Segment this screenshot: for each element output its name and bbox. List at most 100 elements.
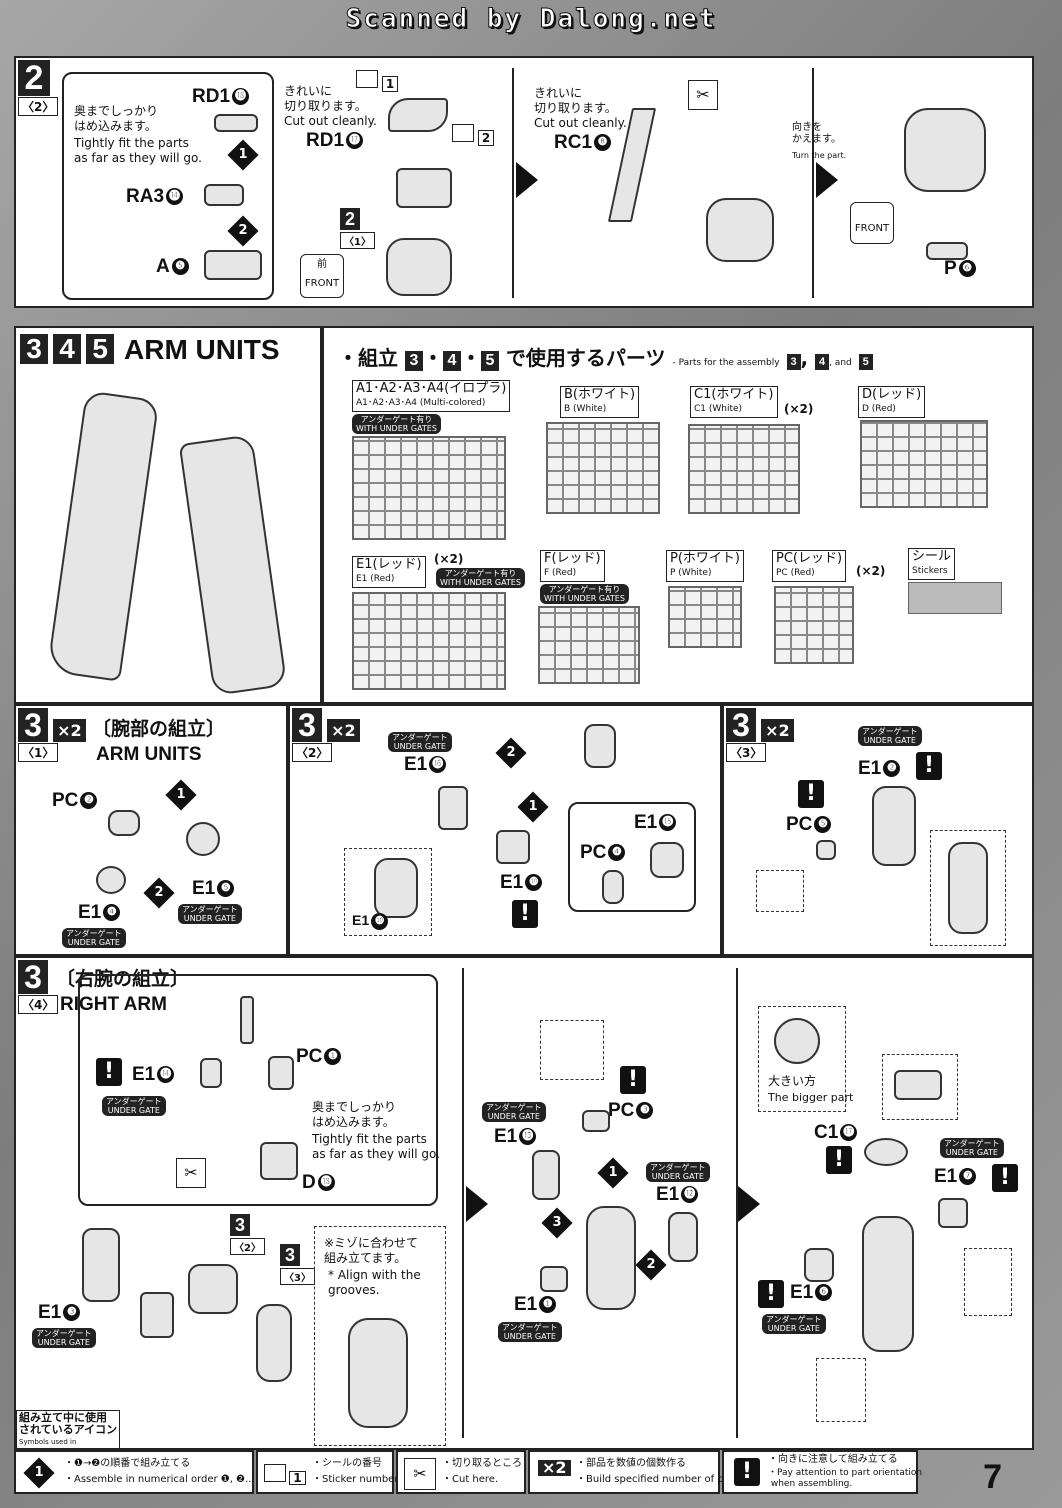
order-icon: 1 — [23, 1457, 55, 1489]
orientation-warning-icon: ! — [916, 752, 942, 780]
callout-box — [568, 802, 696, 912]
legend-order: 1 ・❶→❷の順番で組み立てる ・Assemble in numerical o… — [14, 1450, 255, 1494]
part-c1-17-detail — [774, 1018, 820, 1064]
legend-text-jp: ・切り取るところ — [442, 1458, 522, 1469]
step-sub-number: 〈3〉 — [726, 743, 767, 762]
cut2-note-en: Cut out cleanly. — [534, 116, 627, 130]
part-e1-3 — [82, 1228, 120, 1302]
detail-box-pc5 — [756, 870, 804, 912]
sticker-icon-2: 2 — [452, 124, 495, 146]
runner-label-a: A1･A2･A3･A4(イロプラ)A1･A2･A3･A4 (Multi-colo… — [352, 380, 511, 412]
cut-here-icon: ✂ — [688, 80, 718, 110]
divider — [462, 968, 464, 1438]
step-sub-number: 〈2〉 — [18, 97, 59, 116]
runner-pc — [774, 586, 854, 664]
step-number: 3 — [292, 708, 322, 742]
legend-text-jp: ・向きに注意して組み立てる — [768, 1454, 898, 1465]
multiply-icon: ×2 — [538, 1460, 571, 1476]
legend-multiply: ×2 ・部品を数値の個数作る ・Build specified number o… — [528, 1450, 746, 1494]
inset-box: 奥までしっかり はめ込みます。 Tightly fit the parts as… — [62, 72, 274, 300]
runner-label-b: B(ホワイト)B (White) — [560, 386, 640, 418]
under-gate-badge: アンダーゲート有り WITH UNDER GATES — [540, 584, 629, 604]
part-e1-15 — [650, 842, 684, 878]
part-a — [204, 250, 262, 280]
legend-text-en: ・Build specified number of parts. — [576, 1474, 747, 1485]
step-order-2: 2 — [495, 737, 527, 769]
cut-note-jp: きれいに 切り取ります。 — [284, 84, 367, 113]
step-order-2: 2 — [635, 1249, 667, 1281]
symbols-caption: 組み立て中に使用 されているアイコン Symbols used in instr… — [16, 1410, 120, 1448]
under-gate-badge: アンダーゲート UNDER GATE — [482, 1102, 546, 1122]
part-e1-2-detail — [948, 842, 988, 934]
legend-text-en: ・Assemble in numerical order ❶, ❷... — [64, 1474, 255, 1485]
part-head-base — [386, 238, 452, 296]
under-gate-badge: アンダーゲート UNDER GATE — [32, 1328, 96, 1348]
legend-text-en: ・Sticker number — [312, 1474, 399, 1485]
step2-panel: 2 〈2〉 奥までしっかり はめ込みます。 Tightly fit the pa… — [14, 56, 1034, 308]
step-number: 3 — [726, 708, 756, 742]
detail-box-e1-7 — [964, 1248, 1012, 1316]
detail-box-e1-6 — [816, 1358, 866, 1422]
detail-box-bigger-part — [758, 1006, 846, 1112]
step-number: 3 — [18, 708, 48, 742]
step-order-2: 2 — [143, 877, 175, 909]
step-order-1: 1 — [165, 779, 197, 811]
step-number: 3 — [18, 960, 48, 994]
part-pc3 — [582, 1110, 610, 1132]
cut-here-icon: ✂ — [404, 1458, 436, 1490]
runner-mult-e1: (×2) — [434, 552, 464, 566]
runners-title: ・組立 3・4・5 で使用するパーツ - Parts for the assem… — [338, 342, 873, 371]
part-pc4 — [602, 870, 624, 904]
next-arrow-icon — [466, 1186, 488, 1222]
under-gate-badge: アンダーゲート有り WITH UNDER GATES — [352, 414, 441, 434]
divider — [736, 968, 738, 1438]
part-ra3 — [204, 184, 244, 206]
part-head-finished — [904, 108, 986, 192]
turn-note-en: Turn the part. — [792, 151, 847, 160]
part-e1-6 — [804, 1248, 834, 1282]
part-e1-7 — [938, 1198, 968, 1228]
under-gate-badge: アンダーゲート UNDER GATE — [102, 1096, 166, 1116]
arm-unit-left — [46, 390, 160, 682]
step-title-en: RIGHT ARM — [60, 994, 167, 1015]
ref-step-2-1: 2〈1〉 — [340, 208, 375, 249]
cut2-note-jp: きれいに 切り取ります。 — [534, 86, 617, 115]
runner-c1 — [688, 424, 800, 514]
orientation-warning-icon: ! — [758, 1280, 784, 1308]
orientation-warning-icon: ! — [620, 1066, 646, 1094]
legend-text-jp: ・部品を数値の個数作る — [576, 1458, 686, 1469]
sticker-icon-1: 1 — [356, 70, 399, 92]
step-number: 2 — [18, 60, 50, 96]
part-e1-4 — [96, 866, 126, 894]
runner-f — [538, 606, 640, 684]
runner-mult-c1: (×2) — [784, 402, 814, 416]
page-number: 7 — [983, 1458, 1002, 1496]
part-mid-piece — [140, 1292, 174, 1338]
step-order-1: 1 — [517, 791, 549, 823]
legend-text-jp: ・シールの番号 — [312, 1458, 382, 1469]
step-sub-number: 〈1〉 — [18, 743, 59, 762]
runner-e1 — [352, 592, 506, 690]
front-indicator: FRONT — [850, 202, 894, 244]
part-e1-14-detail — [240, 996, 254, 1044]
runner-label-c1: C1(ホワイト)C1 (White) — [690, 386, 778, 418]
part-arm-finished — [862, 1216, 914, 1352]
part-sub-assembly-a — [188, 1264, 238, 1314]
